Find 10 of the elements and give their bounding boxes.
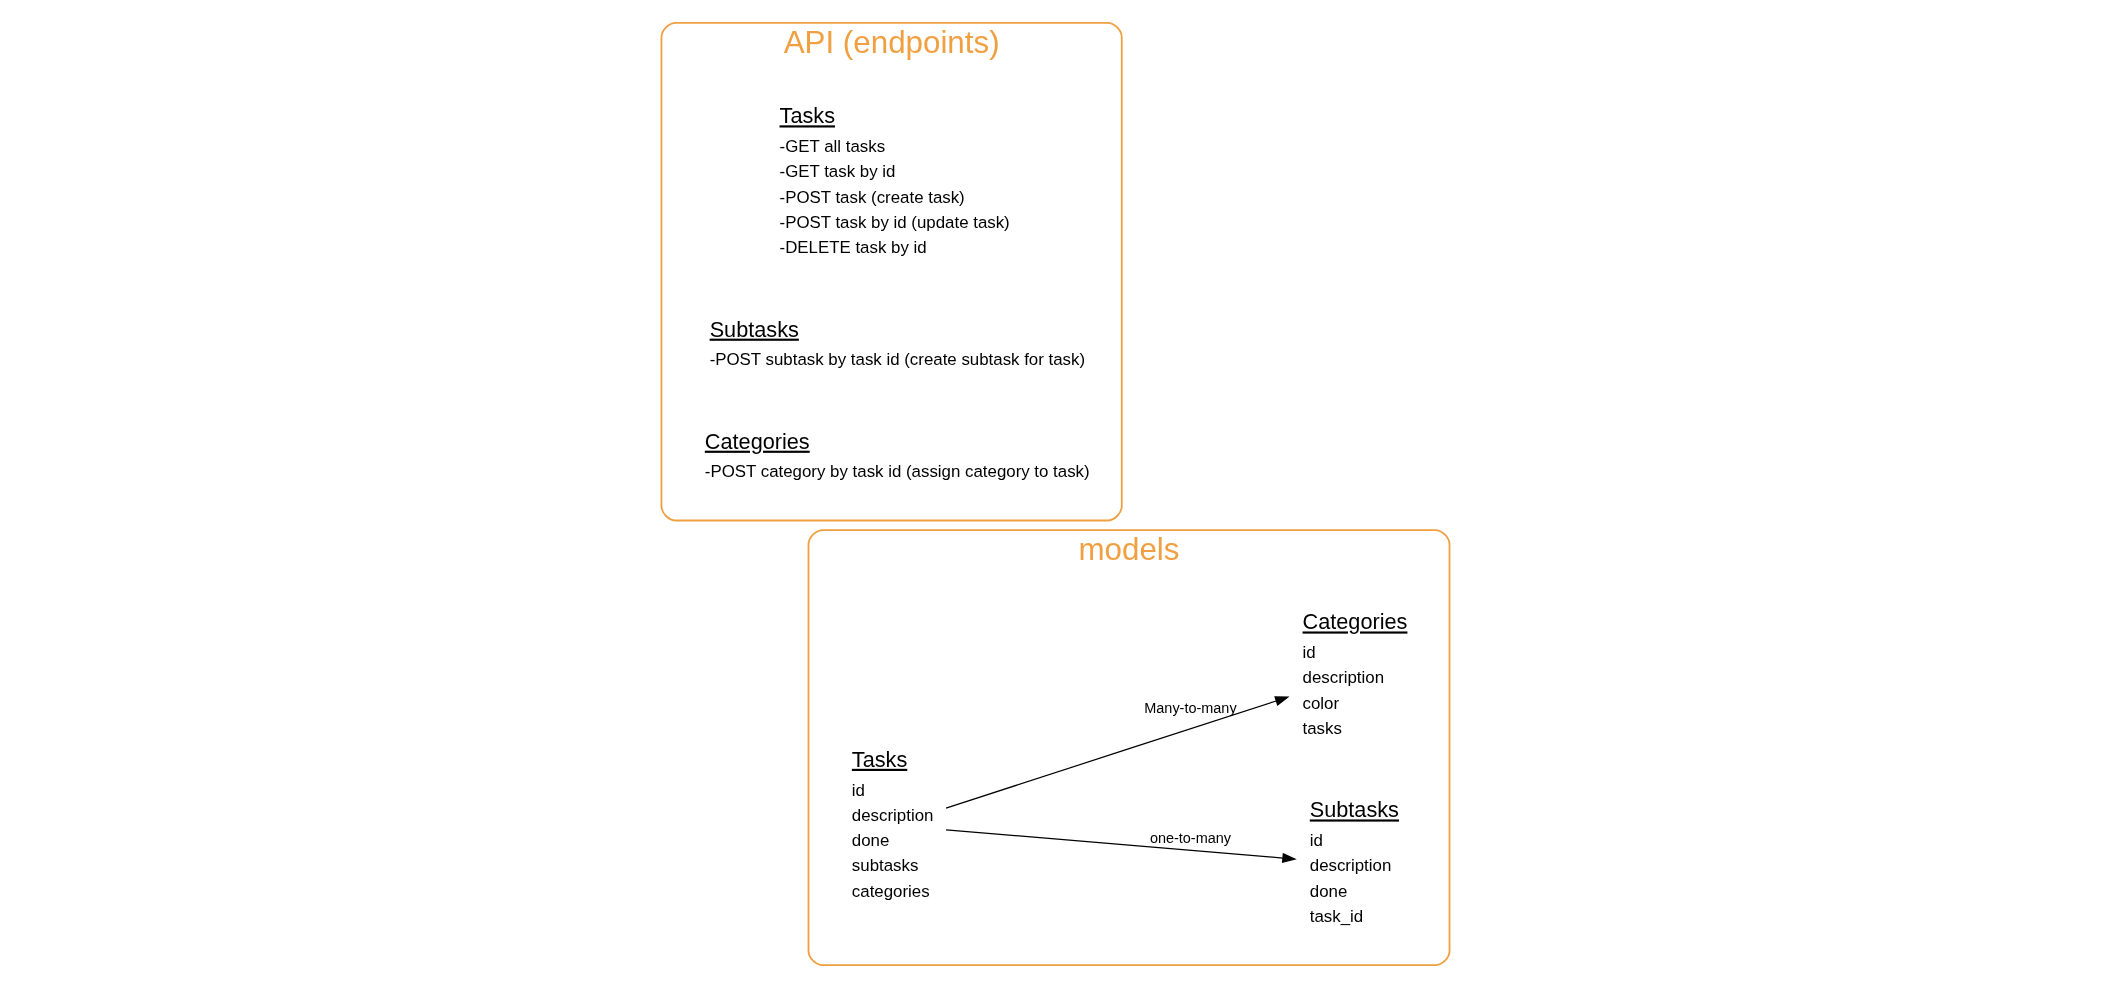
node-text: Categories -POST category by task id (assign category to task) xyxy=(704,428,1090,482)
arrow xyxy=(944,696,1290,809)
edge-label: Many-to-many xyxy=(1143,699,1237,716)
arrow xyxy=(944,829,1297,864)
edge-label: one-to-many xyxy=(1149,829,1231,846)
node-text: Subtasks -POST subtask by task id (create subtask for task) xyxy=(709,316,1085,370)
node-text: Subtasks id description done task_id xyxy=(1309,797,1399,927)
node-text: Categories id description color tasks xyxy=(1302,609,1407,739)
node-text: Tasks -GET all tasks -GET task by id -POST task (create task) -POST task by id (update task) -DELETE task by id xyxy=(779,103,1010,258)
node-text: Tasks id description done subtasks categories xyxy=(851,746,933,901)
